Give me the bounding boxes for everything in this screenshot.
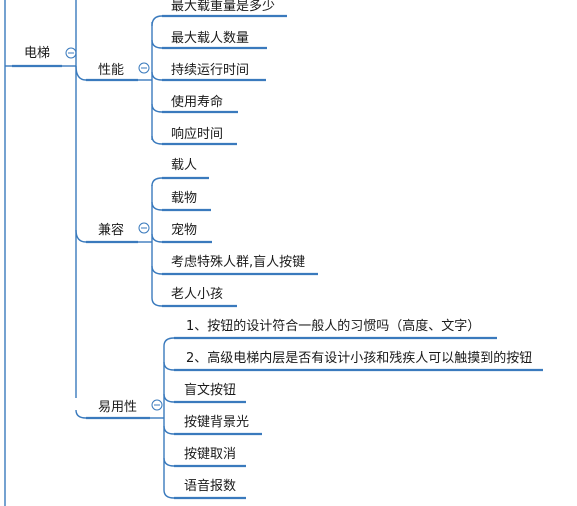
leaf-response-time[interactable]: 响应时间 (171, 126, 223, 142)
branch-performance: 性能 最大载重量是多少 最大载人数量 持续运行时间 使用寿命 响应时间 (75, 0, 287, 146)
collapse-icon[interactable] (151, 399, 163, 411)
leaf-button-design[interactable]: 1、按钮的设计符合一般人的习惯吗（高度、文字） (186, 318, 480, 334)
leaf-accessible-buttons[interactable]: 2、高级电梯内层是否有设计小孩和残疾人可以触摸到的按钮 (186, 350, 532, 366)
leaf-pets[interactable]: 宠物 (171, 222, 197, 238)
leaf-passengers[interactable]: 载人 (171, 158, 197, 173)
branch-label-usability[interactable]: 易用性 (98, 400, 137, 415)
collapse-icon[interactable] (138, 222, 150, 234)
leaf-max-load[interactable]: 最大载重量是多少 (171, 0, 275, 14)
leaf-cancel-key[interactable]: 按键取消 (184, 447, 236, 462)
branch-label-performance[interactable]: 性能 (98, 63, 124, 78)
leaf-voice-floor[interactable]: 语音报数 (184, 478, 236, 494)
leaf-max-passengers[interactable]: 最大载人数量 (171, 31, 249, 46)
leaf-service-life[interactable]: 使用寿命 (171, 94, 223, 110)
leaf-cargo[interactable]: 载物 (171, 191, 197, 206)
branch-usability: 易用性 1、按钮的设计符合一般人的习惯吗（高度、文字） 2、高级电梯内层是否有设… (75, 318, 543, 500)
leaf-backlight[interactable]: 按键背景光 (184, 415, 249, 430)
root-collapse-icon[interactable] (65, 47, 77, 59)
leaf-continuous-runtime[interactable]: 持续运行时间 (171, 63, 249, 78)
branch-compatibility: 兼容 载人 载物 宠物 考虑特殊人群,盲人按键 老人小孩 (75, 158, 318, 308)
leaf-blind-buttons[interactable]: 考虑特殊人群,盲人按键 (171, 254, 305, 270)
root-node-label[interactable]: 电梯 (24, 46, 50, 61)
collapse-icon[interactable] (138, 62, 150, 74)
leaf-elderly-children[interactable]: 老人小孩 (171, 287, 223, 302)
branch-label-compatibility[interactable]: 兼容 (98, 222, 124, 238)
leaf-braille-buttons[interactable]: 盲文按钮 (184, 382, 236, 398)
